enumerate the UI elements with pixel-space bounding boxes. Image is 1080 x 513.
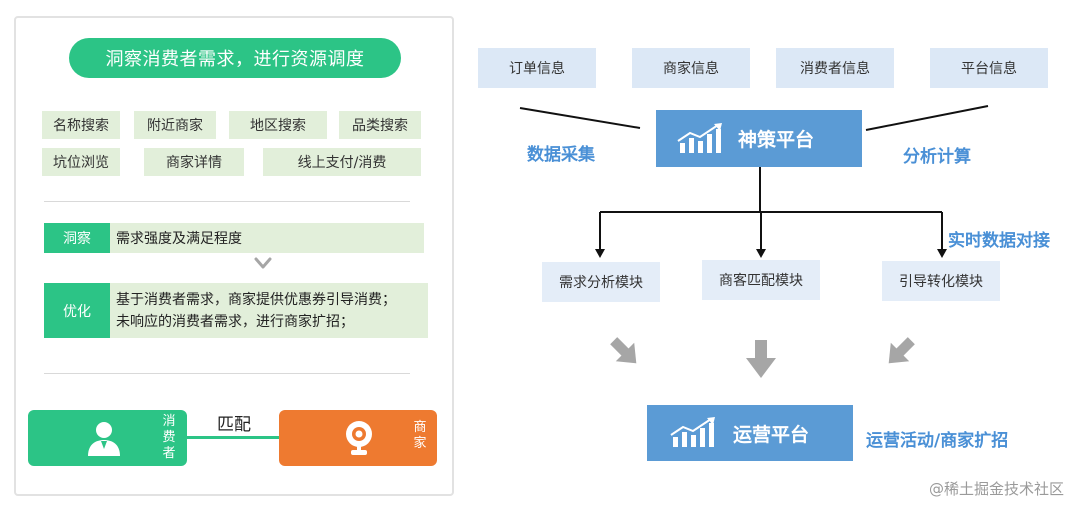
consumer-box: 消费者	[28, 410, 187, 466]
chart-growth-icon	[669, 417, 717, 449]
merchant-label: 商家	[413, 420, 427, 451]
arrow-down-left-icon	[882, 334, 918, 370]
module-matching: 商客匹配模块	[702, 260, 820, 300]
optimize-line-1: 基于消费者需求，商家提供优惠券引导消费；	[116, 291, 396, 308]
info-order: 订单信息	[478, 48, 596, 88]
divider-bottom	[44, 373, 410, 374]
match-label: 匹配	[217, 415, 251, 435]
arrow-down-icon	[746, 340, 776, 378]
user-icon	[84, 418, 124, 458]
tag-slot-browse: 坑位浏览	[42, 148, 120, 176]
tag-online-payment: 线上支付/消费	[263, 148, 421, 176]
arrow-down-right-icon	[607, 334, 643, 370]
insight-text: 需求强度及满足程度	[110, 223, 424, 253]
info-merchant: 商家信息	[632, 48, 750, 88]
optimize-label: 优化	[44, 283, 110, 338]
label-realtime: 实时数据对接	[948, 231, 1050, 251]
info-platform: 平台信息	[930, 48, 1048, 88]
module-demand-analysis: 需求分析模块	[542, 262, 660, 302]
tag-nearby-merchants: 附近商家	[134, 111, 216, 139]
webcam-icon	[339, 418, 379, 458]
match-connector	[187, 436, 279, 439]
chart-growth-icon	[676, 122, 724, 155]
platform-shence-label: 神策平台	[738, 129, 815, 151]
tag-region-search: 地区搜索	[229, 111, 327, 139]
label-analyze: 分析计算	[903, 147, 971, 167]
insight-label: 洞察	[44, 223, 110, 253]
chevron-down-icon	[253, 254, 273, 274]
platform-ops-label: 运营平台	[733, 423, 810, 446]
optimize-line-2: 未响应的消费者需求，进行商家扩招；	[116, 313, 354, 330]
platform-shence: 神策平台	[656, 110, 862, 167]
merchant-box: 商家	[279, 410, 437, 466]
tag-merchant-detail: 商家详情	[144, 148, 244, 176]
watermark: @稀土掘金技术社区	[928, 480, 1064, 498]
info-consumer: 消费者信息	[776, 48, 894, 88]
module-guide-conversion: 引导转化模块	[882, 261, 1000, 301]
label-ops-activity: 运营活动/商家扩招	[866, 431, 1009, 451]
platform-ops: 运营平台	[647, 405, 853, 461]
tag-category-search: 品类搜索	[339, 111, 421, 139]
consumer-label: 消费者	[162, 414, 176, 461]
left-title: 洞察消费者需求，进行资源调度	[69, 38, 401, 78]
tag-name-search: 名称搜索	[42, 111, 120, 139]
optimize-text: 基于消费者需求，商家提供优惠券引导消费； 未响应的消费者需求，进行商家扩招；	[110, 283, 428, 338]
label-data-collect: 数据采集	[527, 145, 595, 165]
divider-top	[44, 201, 410, 202]
